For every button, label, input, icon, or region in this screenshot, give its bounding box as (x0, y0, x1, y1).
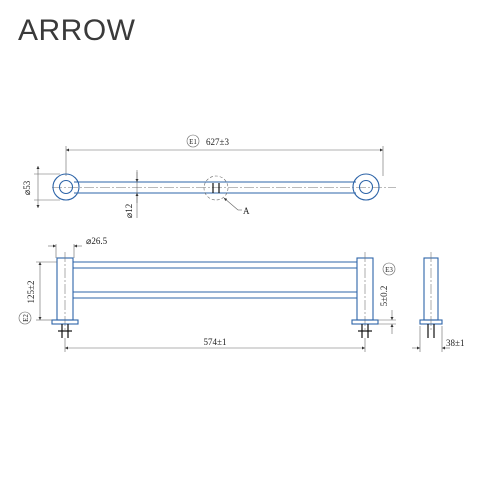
top-view: E1 627±3 ⌀53 ⌀12 (22, 134, 396, 218)
left-post (51, 252, 79, 338)
overall-length-ref: E1 (189, 138, 197, 146)
front-view: ⌀26.5 125±2 (18, 236, 396, 352)
side-view: 38±1 (412, 252, 464, 352)
rod-spacing-label: 125±2 (26, 281, 36, 304)
center-distance-label: 574±1 (204, 337, 227, 347)
right-post (351, 252, 379, 338)
depth-label: 38±1 (446, 338, 464, 348)
detail-a-label: A (243, 206, 250, 216)
overall-length-label: 627±3 (206, 137, 229, 147)
right-base-top (352, 173, 380, 201)
wall-ref: E3 (385, 266, 393, 274)
brand-logo: ARROW (18, 14, 136, 47)
offset-label: 5±0.2 (379, 286, 389, 307)
flange-diameter-label: ⌀26.5 (86, 236, 108, 246)
left-base-top (52, 173, 80, 201)
wall-ref-badge: E3 (382, 262, 396, 276)
overall-length-ref-badge: E1 (186, 134, 200, 148)
front-rods (73, 261, 357, 299)
rod-spacing-ref-badge: E2 (18, 311, 32, 325)
rod-diameter-label: ⌀12 (124, 204, 134, 218)
rod-spacing-ref: E2 (22, 314, 30, 322)
detail-a-marker: A (203, 175, 250, 216)
base-diameter-label: ⌀53 (22, 180, 32, 195)
